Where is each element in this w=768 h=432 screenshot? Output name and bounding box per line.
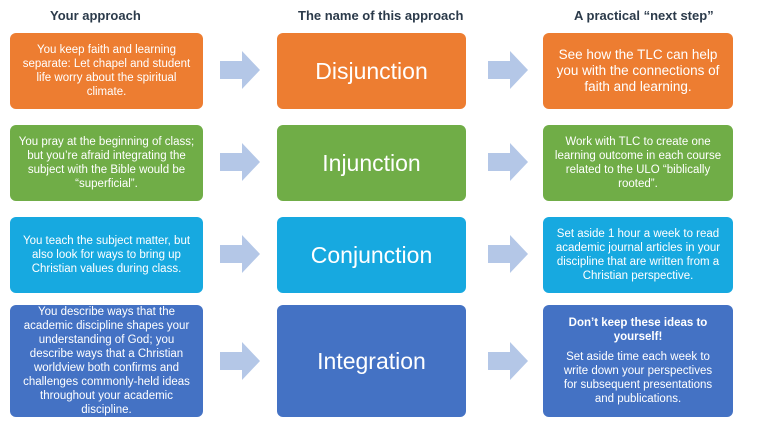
approach-box-conjunction: You teach the subject matter, but also l…: [10, 217, 203, 293]
approach-text: You describe ways that the academic disc…: [23, 306, 190, 416]
approach-name-label: Integration: [317, 347, 426, 374]
right-arrow-icon: [488, 342, 528, 380]
next-step-box-integration: Don’t keep these ideas to yourself! Set …: [543, 305, 733, 417]
approach-text: You keep faith and learning separate: Le…: [22, 44, 191, 98]
approach-name-disjunction: Disjunction: [277, 33, 466, 109]
approach-name-label: Disjunction: [315, 57, 428, 84]
next-step-box-disjunction: See how the TLC can help you with the co…: [543, 33, 733, 109]
approach-box-injunction: You pray at the beginning of class; but …: [10, 125, 203, 201]
next-step-text: Set aside time each week to write down y…: [563, 351, 713, 405]
right-arrow-icon: [220, 143, 260, 181]
right-arrow-icon: [220, 51, 260, 89]
next-step-box-injunction: Work with TLC to create one learning out…: [543, 125, 733, 201]
next-step-text: Work with TLC to create one learning out…: [554, 136, 722, 190]
approach-text: You teach the subject matter, but also l…: [22, 235, 191, 275]
next-step-text: See how the TLC can help you with the co…: [556, 47, 720, 94]
next-step-text: Set aside 1 hour a week to read academic…: [555, 228, 721, 282]
approach-name-injunction: Injunction: [277, 125, 466, 201]
next-step-box-conjunction: Set aside 1 hour a week to read academic…: [543, 217, 733, 293]
right-arrow-icon: [488, 143, 528, 181]
approach-box-disjunction: You keep faith and learning separate: Le…: [10, 33, 203, 109]
approach-name-label: Injunction: [322, 149, 421, 176]
column-header-next-step: A practical “next step”: [574, 8, 714, 23]
approach-name-conjunction: Conjunction: [277, 217, 466, 293]
column-header-approach: Your approach: [50, 8, 141, 23]
approach-text: You pray at the beginning of class; but …: [18, 136, 195, 190]
right-arrow-icon: [488, 51, 528, 89]
right-arrow-icon: [220, 342, 260, 380]
column-header-name: The name of this approach: [298, 8, 464, 23]
approach-name-integration: Integration: [277, 305, 466, 417]
next-step-title: Don’t keep these ideas to yourself!: [568, 317, 708, 343]
approach-name-label: Conjunction: [310, 241, 433, 268]
right-arrow-icon: [488, 235, 528, 273]
right-arrow-icon: [220, 235, 260, 273]
approach-box-integration: You describe ways that the academic disc…: [10, 305, 203, 417]
